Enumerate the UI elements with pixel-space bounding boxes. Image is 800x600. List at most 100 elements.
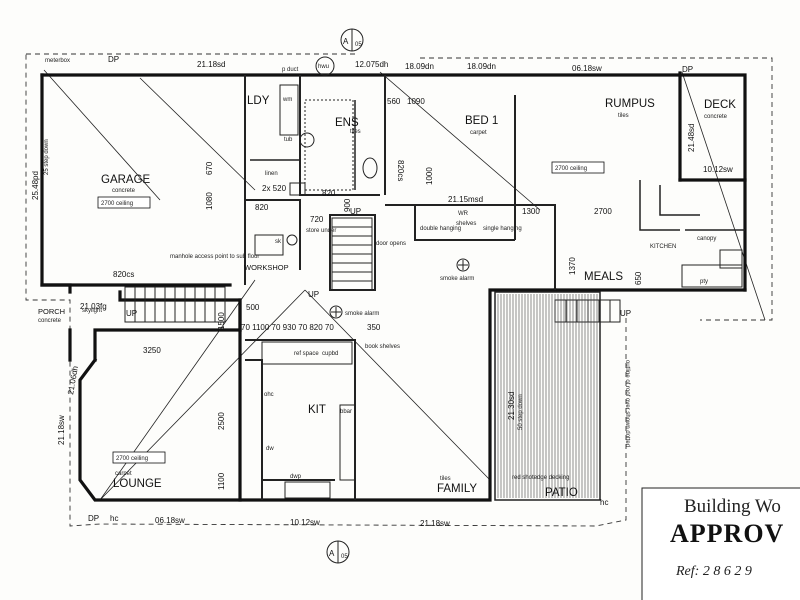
- dim-label: 1080: [205, 192, 214, 210]
- hwu-icon: [315, 56, 335, 76]
- decking-note: red shotedge decking: [512, 475, 569, 481]
- section-marker-sheet: 05: [341, 554, 348, 560]
- garage-floor: concrete: [112, 188, 136, 194]
- door-opens-label: door opens: [376, 241, 406, 247]
- wr-label: WR: [458, 211, 469, 217]
- patio-decking: [497, 294, 598, 498]
- cupboard-label: cupbd: [322, 351, 338, 357]
- fixtures: [254, 84, 743, 499]
- dim-label: 670: [205, 161, 214, 175]
- room-meals: MEALS: [584, 271, 623, 283]
- room-lounge: LOUNGE: [113, 478, 162, 490]
- smoke-alarm-icon: [456, 258, 470, 272]
- section-marker-sheet: 05: [355, 42, 362, 48]
- room-deck: DECK: [704, 99, 736, 111]
- meterbox-label: meterbox: [45, 58, 70, 64]
- downpipe-label: DP: [108, 55, 119, 64]
- hwu-label: hwu: [318, 64, 329, 70]
- dim-label: 1300: [522, 207, 540, 216]
- dim-label: 1370: [568, 257, 577, 275]
- room-rumpus: RUMPUS: [605, 98, 655, 110]
- store-under-label: store under: [306, 228, 336, 234]
- canopy-label: canopy: [697, 236, 716, 242]
- dim-label: 10.12sw: [290, 518, 320, 527]
- wm-label: wm: [282, 97, 292, 103]
- lounge-ceiling-note: 2700 ceiling: [116, 456, 148, 462]
- pduct-label: p duct: [282, 67, 299, 73]
- dim-label: 650: [634, 271, 643, 285]
- dim-label: 21.18sw: [57, 415, 66, 445]
- section-marker-bottom: A 05: [326, 540, 350, 564]
- dim-label: 560: [387, 97, 401, 106]
- stairs-meals: [554, 299, 621, 323]
- approval-stamp: Building Wo APPROV Ref: 2 8 6 2 9: [641, 487, 800, 600]
- dim-label: 820: [322, 189, 336, 198]
- dim-label: 900: [343, 198, 352, 212]
- room-bed1: BED 1: [465, 115, 498, 127]
- dim-label: 1000: [425, 167, 434, 185]
- roof-note: outline of roof over shown dotted: [624, 360, 630, 447]
- downpipe-label: DP: [88, 514, 99, 523]
- dim-label: 820cs: [396, 160, 405, 181]
- dim-label: 06.18sw: [572, 64, 602, 73]
- dim-label: 820: [255, 203, 269, 212]
- exterior-walls: [40, 71, 747, 502]
- section-marker-letter: A: [343, 37, 349, 46]
- downpipe-label: DP: [682, 65, 693, 74]
- garage-step-down: 25 step down: [44, 139, 50, 175]
- ref-space-label: ref space: [294, 351, 319, 357]
- dim-label: 720: [310, 215, 324, 224]
- dim-label: 1500: [217, 312, 226, 330]
- room-family: FAMILY: [437, 483, 477, 495]
- dim-label: 21.06dh: [66, 365, 80, 395]
- up-label: UP: [350, 207, 361, 216]
- dim-label: 18.09dn: [405, 62, 434, 71]
- ceiling-note-box: [112, 451, 166, 464]
- stamp-line1: Building Wo: [684, 496, 781, 517]
- up-label: UP: [620, 309, 631, 318]
- smoke-alarm-label: smoke alarm: [440, 276, 474, 282]
- up-label: UP: [126, 309, 137, 318]
- stairs-porch: [124, 286, 226, 323]
- hc-label: hc: [110, 514, 118, 523]
- stamp-line3: Ref: 2 8 6 2 9: [675, 564, 752, 579]
- kitchen-label: KITCHEN: [650, 244, 676, 250]
- ceiling-note-box: [97, 196, 151, 209]
- dim-label: 21.15msd: [448, 195, 483, 204]
- dim-label: 12.075dh: [355, 60, 388, 69]
- room-ens: ENS: [335, 117, 359, 129]
- dim-label: 1100: [217, 472, 226, 490]
- bed1-floor: carpet: [470, 130, 487, 136]
- tub-label: tub: [284, 137, 293, 143]
- smoke-alarm-label: smoke alarm: [345, 311, 379, 317]
- porch-floor: concrete: [38, 318, 62, 324]
- skylight-label: skylight: [82, 308, 102, 314]
- dim-label: 2500: [217, 412, 226, 430]
- bbar-label: bbar: [340, 409, 352, 415]
- dim-label: 25.48pd: [31, 171, 40, 200]
- section-marker-letter: A: [329, 549, 335, 558]
- dim-label: 2x 520: [262, 184, 287, 193]
- up-label: UP: [308, 290, 319, 299]
- book-shelves-label: book shelves: [365, 344, 400, 350]
- dim-label: 21.03fg: [80, 302, 107, 311]
- ceiling-note-box: [551, 161, 605, 174]
- manhole-label: manhole access point to sub floor: [170, 254, 259, 260]
- stamp-line2: APPROV: [670, 519, 784, 548]
- stairs-main: [331, 217, 373, 291]
- dim-label: 21.48sd: [687, 124, 696, 152]
- sink-label: sk: [275, 239, 282, 245]
- room-workshop: WORKSHOP: [244, 263, 289, 272]
- roof-outline: [25, 53, 773, 527]
- ens-tiles-label: tiles: [350, 129, 361, 135]
- dim-label: 21.30sd: [507, 392, 516, 420]
- lounge-floor: carpet: [115, 471, 132, 477]
- dishwasher-label: dw: [266, 446, 274, 452]
- room-kit: KIT: [308, 404, 326, 416]
- dim-label: 06.18sw: [155, 516, 185, 525]
- room-patio: PATIO: [545, 487, 578, 499]
- section-marker-top: A 05: [340, 28, 364, 52]
- shelves-label: shelves: [456, 221, 476, 227]
- dim-label: 350: [367, 323, 381, 332]
